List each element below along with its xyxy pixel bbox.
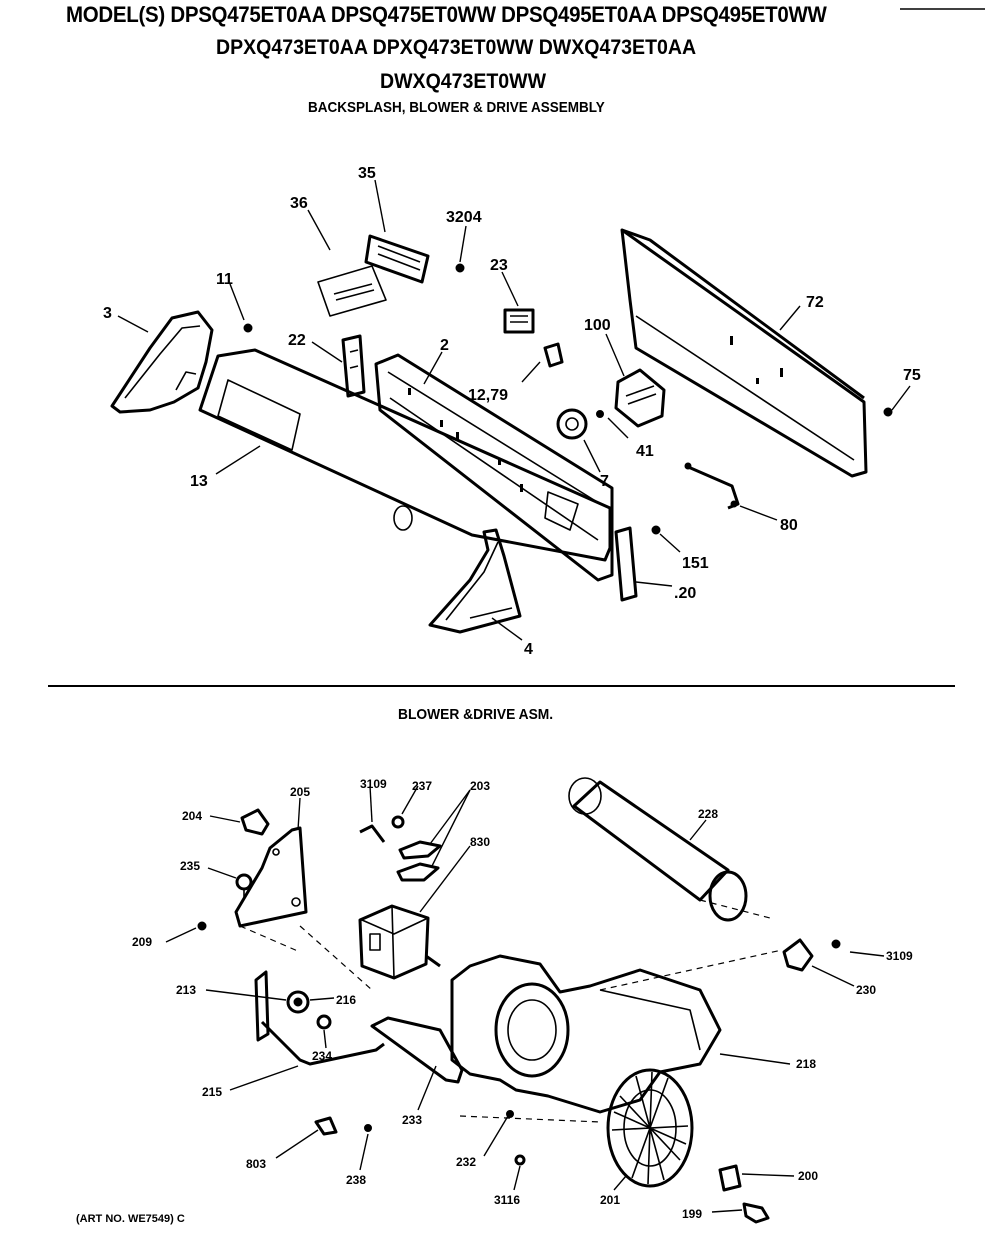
label-200: 200 [798,1169,818,1183]
part-199-fuse [742,1202,770,1224]
part-228-duct [568,777,748,922]
label-216: 216 [336,993,356,1007]
part-13-control-panel [198,348,612,562]
part-3116-screw [514,1154,526,1166]
part-203-clips [396,840,442,882]
label-3109b: 3109 [886,949,913,963]
part-201-blower-wheel [606,1068,694,1188]
label-20: .20 [674,585,696,602]
label-203: 203 [470,779,490,793]
bottom-leader-lines [165,785,885,1213]
part-218-blower-housing [450,954,722,1114]
part-22-bracket [341,334,366,398]
label-237: 237 [412,779,432,793]
label-72: 72 [806,294,824,311]
label-199: 199 [682,1207,702,1221]
label-80: 80 [780,517,798,534]
model-list-line-1: MODEL(S) DPSQ475ET0AA DPSQ475ET0WW DPSQ4… [66,2,827,27]
part-72-backsplash-cover [620,228,868,478]
label-22: 22 [288,332,306,349]
bottom-part-labels: 3109 237 203 205 204 830 228 235 209 310… [132,777,913,1221]
label-11: 11 [216,271,233,288]
model-list-line-2: DPXQ473ET0AA DPXQ473ET0WW DWXQ473ET0AA [216,36,697,59]
label-238: 238 [346,1173,366,1187]
label-233: 233 [402,1113,422,1127]
part-232-screw [506,1110,514,1118]
part-12-79-knob-clip [543,342,564,368]
label-35: 35 [358,165,376,182]
part-80-bracket [684,462,740,510]
label-36: 36 [290,195,308,212]
part-100-timer [614,368,666,428]
label-41: 41 [636,443,654,460]
part-35-bracket [364,234,430,284]
label-3109a: 3109 [360,777,387,791]
label-235: 235 [180,859,200,873]
part-803-clamp [314,1116,338,1136]
assembly-guide-lines [239,899,783,1123]
label-100: 100 [584,317,611,334]
part-213-pulley-shaft [254,970,270,1042]
label-234: 234 [312,1049,332,1063]
part-209-nut [197,921,207,931]
part-7-knob [556,408,588,440]
part-4-end-cap-right [428,528,522,634]
label-209: 209 [132,935,152,949]
label-13: 13 [190,473,208,490]
part-235-screw [235,873,253,898]
top-leader-lines [117,179,911,641]
part-36-overlay [317,265,387,317]
part-151-screw [651,525,661,535]
label-201: 201 [600,1193,620,1207]
part-75-screw [883,407,893,417]
part-2-panel-frame [374,353,614,582]
label-205: 205 [290,785,310,799]
part-216-idler-pulley [286,990,310,1014]
label-4: 4 [524,641,533,658]
label-75: 75 [903,367,921,384]
part-830-motor [358,904,441,980]
model-list-line-3: DWXQ473ET0WW [380,70,547,93]
label-228: 228 [698,807,718,821]
part-3109-screw-a [359,824,386,843]
label-215: 215 [202,1085,222,1099]
label-803: 803 [246,1157,266,1171]
label-151: 151 [682,555,709,572]
part-234-washer [316,1014,332,1030]
part-238-screw [364,1124,372,1132]
label-3: 3 [103,305,112,322]
part-200-thermostat [718,1164,742,1192]
label-830: 830 [470,835,490,849]
part-20-end-bracket [614,526,638,602]
label-232: 232 [456,1155,476,1169]
label-230: 230 [856,983,876,997]
diagram-subtitle: BACKSPLASH, BLOWER & DRIVE ASSEMBLY [308,99,605,116]
label-204: 204 [182,809,202,823]
label-2: 2 [440,337,449,354]
part-230-sensor [782,938,814,972]
top-part-labels: 35 36 3204 23 11 3 22 2 100 72 75 12,79 … [103,165,921,658]
label-3116: 3116 [494,1193,520,1207]
label-23: 23 [490,257,508,274]
part-23-switch [503,308,535,334]
part-204-clip [240,808,270,836]
label-12-79: 12,79 [468,387,508,404]
part-41-screw [596,410,604,418]
part-11-screw [243,323,253,333]
part-233-support [370,1016,464,1084]
section-title-blower-drive: BLOWER &DRIVE ASM. [398,706,554,723]
label-3204: 3204 [446,209,482,226]
label-213: 213 [176,983,196,997]
part-205-motor-bracket [234,826,308,928]
part-3204-screw [455,263,465,273]
part-3-end-cap-left [110,310,214,414]
part-237-screw [391,815,405,829]
label-218: 218 [796,1057,816,1071]
part-215-idler-arm [260,1020,385,1066]
part-3109-screw-b [831,939,841,949]
art-number: (ART NO. WE7549) C [76,1213,185,1225]
label-7: 7 [600,473,609,490]
